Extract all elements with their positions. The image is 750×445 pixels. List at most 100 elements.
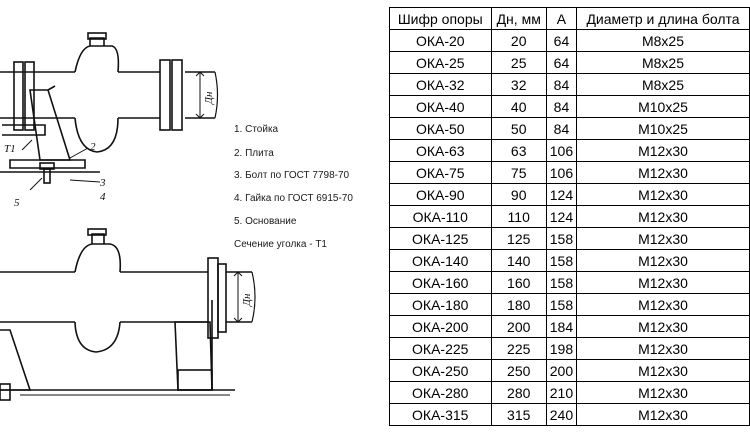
cell-code: ОКА-63 — [389, 139, 492, 162]
dim-label-bottom: Дн — [241, 293, 253, 307]
cell-dn: 160 — [490, 271, 547, 294]
cell-code: ОКА-315 — [389, 403, 492, 426]
cell-a: 84 — [545, 95, 577, 118]
column-header-a: А — [545, 7, 577, 30]
cell-code: ОКА-125 — [389, 227, 492, 250]
cell-dn: 110 — [490, 205, 547, 228]
cell-code: ОКА-160 — [389, 271, 492, 294]
spec-table-container: Шифр опоры Дн, мм А Диаметр и длина болт… — [389, 0, 750, 445]
cell-bolt: М12х30 — [575, 381, 750, 404]
cell-bolt: М10х25 — [575, 117, 750, 140]
column-header-bolt: Диаметр и длина болта — [575, 7, 750, 30]
cell-a: 200 — [545, 359, 577, 382]
callout-t1: Т1 — [4, 143, 16, 155]
technical-drawing: Дн Дн Т1 2 3 4 5 — [0, 32, 256, 401]
cell-code: ОКА-225 — [389, 337, 492, 360]
cell-a: 106 — [545, 161, 577, 184]
cell-a: 184 — [545, 315, 577, 338]
cell-code: ОКА-40 — [389, 95, 492, 118]
cell-bolt: М8х25 — [575, 29, 750, 52]
cell-dn: 20 — [490, 29, 547, 52]
cell-code: ОКА-20 — [389, 29, 492, 52]
cell-dn: 125 — [490, 227, 547, 250]
callout-4: 4 — [100, 191, 106, 203]
cell-bolt: М12х30 — [575, 183, 750, 206]
column-header-code: Шифр опоры — [389, 7, 492, 30]
legend-item-3: 3. Болт по ГОСТ 7798-70 — [234, 170, 350, 181]
cell-bolt: М12х30 — [575, 161, 750, 184]
cell-bolt: М8х25 — [575, 51, 750, 74]
cell-bolt: М12х30 — [575, 139, 750, 162]
cell-dn: 250 — [490, 359, 547, 382]
cell-dn: 50 — [490, 117, 547, 140]
callout-3: 3 — [99, 177, 106, 189]
cell-dn: 75 — [490, 161, 547, 184]
cell-a: 106 — [545, 139, 577, 162]
legend-item-5: 5. Основание — [234, 216, 297, 227]
cell-a: 84 — [545, 73, 577, 96]
cell-a: 210 — [545, 381, 577, 404]
cell-dn: 225 — [490, 337, 547, 360]
cell-bolt: М10х25 — [575, 95, 750, 118]
cell-code: ОКА-180 — [389, 293, 492, 316]
cell-code: ОКА-75 — [389, 161, 492, 184]
cell-bolt: М12х30 — [575, 315, 750, 338]
column-header-dn: Дн, мм — [490, 7, 547, 30]
cell-bolt: М12х30 — [575, 249, 750, 272]
legend-item-2: 2. Плита — [234, 148, 274, 159]
cell-dn: 180 — [490, 293, 547, 316]
cell-bolt: М12х30 — [575, 271, 750, 294]
cell-a: 198 — [545, 337, 577, 360]
cell-code: ОКА-250 — [389, 359, 492, 382]
cell-a: 158 — [545, 227, 577, 250]
cell-a: 158 — [545, 271, 577, 294]
callout-5: 5 — [14, 197, 20, 209]
legend-item-1: 1. Стойка — [234, 124, 279, 135]
cell-a: 64 — [545, 29, 577, 52]
legend-item-6: Сечение уголка - Т1 — [234, 239, 327, 250]
table-header-row: Шифр опоры Дн, мм А Диаметр и длина болт… — [389, 7, 750, 30]
cell-a: 124 — [545, 183, 577, 206]
cell-a: 240 — [545, 403, 577, 426]
spec-table: Шифр опоры Дн, мм А Диаметр и длина болт… — [389, 7, 750, 426]
cell-dn: 32 — [490, 73, 547, 96]
cell-code: ОКА-90 — [389, 183, 492, 206]
cell-dn: 280 — [490, 381, 547, 404]
cell-dn: 200 — [490, 315, 547, 338]
cell-a: 158 — [545, 293, 577, 316]
cell-dn: 63 — [490, 139, 547, 162]
cell-bolt: М12х30 — [575, 205, 750, 228]
callout-2: 2 — [90, 141, 96, 153]
cell-dn: 90 — [490, 183, 547, 206]
cell-code: ОКА-32 — [389, 73, 492, 96]
cell-a: 64 — [545, 51, 577, 74]
cell-code: ОКА-200 — [389, 315, 492, 338]
cell-code: ОКА-50 — [389, 117, 492, 140]
cell-bolt: М12х30 — [575, 337, 750, 360]
dim-label-top: Дн — [203, 91, 215, 105]
cell-code: ОКА-280 — [389, 381, 492, 404]
cell-a: 84 — [545, 117, 577, 140]
cell-code: ОКА-25 — [389, 51, 492, 74]
cell-bolt: М12х30 — [575, 403, 750, 426]
cell-code: ОКА-110 — [389, 205, 492, 228]
cell-dn: 25 — [490, 51, 547, 74]
cell-bolt: М8х25 — [575, 73, 750, 96]
cell-bolt: М12х30 — [575, 227, 750, 250]
